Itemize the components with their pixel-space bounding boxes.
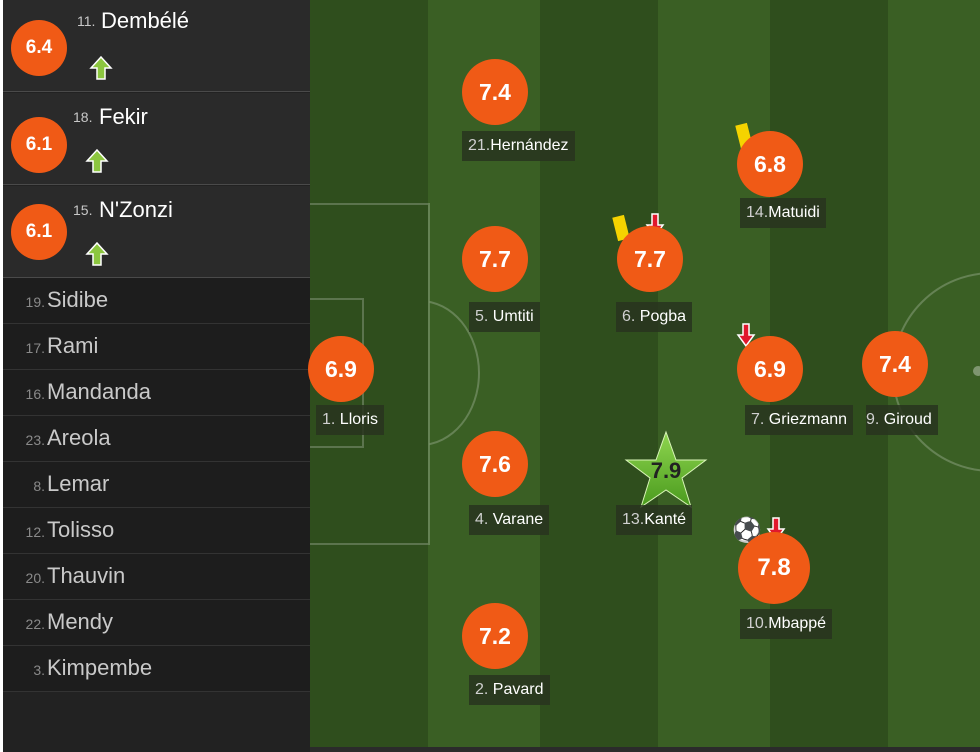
- player-number: 10.: [746, 615, 769, 632]
- player-name: Varane: [492, 511, 544, 528]
- player-name: Lloris: [339, 411, 379, 428]
- down-arrow-icon: [736, 323, 756, 348]
- player-name: Kanté: [644, 511, 687, 528]
- up-arrow-icon: [85, 241, 109, 266]
- bench-row[interactable]: 17. Rami: [3, 324, 310, 370]
- panel-edge: [0, 0, 3, 752]
- player-name: Umtiti: [492, 308, 534, 325]
- rating-badge-umtiti[interactable]: 7.7: [462, 226, 528, 292]
- player-number: 6.: [622, 308, 636, 325]
- player-name: Tolisso: [47, 517, 115, 542]
- player-label-pavard[interactable]: 2. Pavard: [469, 675, 550, 705]
- rating-value-kante: 7.9: [650, 458, 682, 483]
- sub-row-dembele[interactable]: 6.4 11. Dembélé: [3, 0, 310, 92]
- player-name: Fekir: [99, 104, 148, 129]
- player-number: 22.: [25, 616, 45, 632]
- player-number: 8.: [33, 478, 45, 494]
- player-name: Pogba: [639, 308, 687, 325]
- player-number: 1.: [322, 411, 336, 428]
- rating-badge: 6.1: [11, 117, 67, 173]
- player-name: Matuidi: [768, 204, 820, 221]
- player-name: Mendy: [47, 609, 114, 634]
- player-label-matuidi[interactable]: 14.Matuidi: [740, 198, 826, 228]
- rating-badge-varane[interactable]: 7.6: [462, 431, 528, 497]
- player-label-griezmann[interactable]: 7. Griezmann: [745, 405, 854, 435]
- player-number: 2.: [475, 681, 489, 698]
- rating-badge-matuidi[interactable]: 6.8: [737, 131, 803, 197]
- player-number: 11.: [77, 13, 96, 29]
- player-name: N'Zonzi: [99, 197, 173, 222]
- sub-row-nzonzi[interactable]: 6.1 15. N'Zonzi: [3, 186, 310, 278]
- player-number: 23.: [25, 432, 45, 448]
- player-label-varane[interactable]: 4. Varane: [469, 505, 550, 535]
- up-arrow-icon: [85, 148, 109, 173]
- bench-row[interactable]: 22. Mendy: [3, 600, 310, 646]
- player-number: 19.: [25, 294, 45, 310]
- player-name: Mbappé: [768, 615, 827, 632]
- player-number: 18.: [73, 109, 93, 125]
- player-label-pogba[interactable]: 6. Pogba: [616, 302, 693, 332]
- player-name: Sidibe: [47, 287, 109, 312]
- player-name: Giroud: [883, 411, 932, 428]
- player-number: 14.: [746, 204, 769, 221]
- player-label-lloris[interactable]: 1. Lloris: [316, 405, 385, 435]
- bench-row[interactable]: 3. Kimpembe: [3, 646, 310, 692]
- pitch-footer: [310, 747, 980, 752]
- rating-badge: 6.4: [11, 20, 67, 76]
- rating-badge-pavard[interactable]: 7.2: [462, 603, 528, 669]
- up-arrow-icon: [89, 55, 113, 80]
- player-number: 16.: [25, 386, 45, 402]
- bench-row[interactable]: 16. Mandanda: [3, 370, 310, 416]
- player-name: Kimpembe: [47, 655, 153, 680]
- player-name: Pavard: [492, 681, 544, 698]
- player-number: 20.: [25, 570, 45, 586]
- rating-badge-lloris[interactable]: 6.9: [308, 336, 374, 402]
- player-number: 13.: [622, 511, 645, 528]
- player-name: Mandanda: [47, 379, 151, 404]
- penalty-area: [310, 203, 430, 545]
- substitutes-panel: 6.4 11. Dembélé 6.1 18. Fekir 6.1 15. N'…: [0, 0, 310, 752]
- player-label-hernandez[interactable]: 21.Hernández: [462, 131, 575, 161]
- player-label-mbappe[interactable]: 10.Mbappé: [740, 609, 833, 639]
- star-icon[interactable]: [624, 430, 708, 510]
- bench-row[interactable]: 19. Sidibe: [3, 278, 310, 324]
- player-number: 4.: [475, 511, 489, 528]
- sub-row-fekir[interactable]: 6.1 18. Fekir: [3, 93, 310, 185]
- center-spot: [973, 366, 980, 376]
- bench-row[interactable]: 23. Areola: [3, 416, 310, 462]
- player-number: 12.: [25, 524, 45, 540]
- player-number: 9.: [866, 411, 880, 428]
- player-name: Hernández: [490, 137, 569, 154]
- player-number: 17.: [25, 340, 45, 356]
- player-name: Rami: [47, 333, 99, 358]
- player-label-umtiti[interactable]: 5. Umtiti: [469, 302, 540, 332]
- player-name: Dembélé: [101, 8, 190, 33]
- player-number: 21.: [468, 137, 491, 154]
- player-number: 15.: [73, 202, 93, 218]
- bench-row[interactable]: 8. Lemar: [3, 462, 310, 508]
- player-name: Areola: [47, 425, 111, 450]
- rating-badge-pogba[interactable]: 7.7: [617, 226, 683, 292]
- player-label-giroud[interactable]: 9. Giroud: [866, 405, 938, 435]
- rating-badge-griezmann[interactable]: 6.9: [737, 336, 803, 402]
- bench-row[interactable]: 20. Thauvin: [3, 554, 310, 600]
- player-name: Griezmann: [768, 411, 848, 428]
- rating-badge: 6.1: [11, 204, 67, 260]
- rating-badge-giroud[interactable]: 7.4: [862, 331, 928, 397]
- player-name: Thauvin: [47, 563, 126, 588]
- player-name: Lemar: [47, 471, 110, 496]
- player-label-kante[interactable]: 13.Kanté: [616, 505, 693, 535]
- rating-badge-mbappe[interactable]: 7.8: [738, 532, 810, 604]
- player-number: 7.: [751, 411, 765, 428]
- player-number: 3.: [33, 662, 45, 678]
- bench-row[interactable]: 12. Tolisso: [3, 508, 310, 554]
- player-number: 5.: [475, 308, 489, 325]
- rating-badge-hernandez[interactable]: 7.4: [462, 59, 528, 125]
